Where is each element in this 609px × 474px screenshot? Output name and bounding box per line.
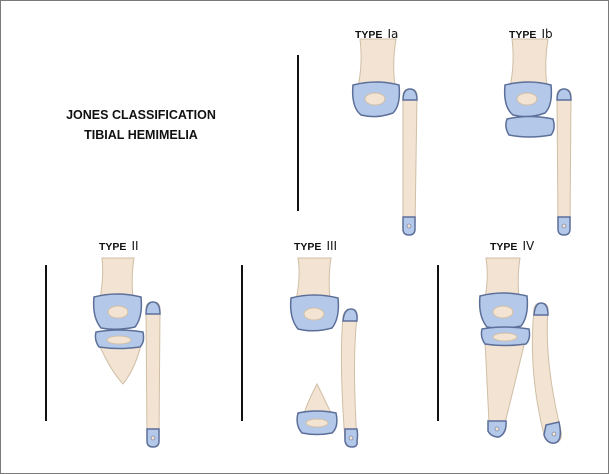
divider-line-ia (297, 55, 299, 211)
fibula-distal-dot (348, 435, 354, 441)
fibula-distal-cap (543, 421, 562, 444)
distal-tibial-ossification (305, 418, 329, 428)
figure-title: JONES CLASSIFICATION TIBIAL HEMIMELIA (41, 105, 241, 145)
tibia-distal-dot (494, 426, 500, 432)
proximal-tibia (98, 344, 142, 385)
divider-line-ii (45, 265, 47, 421)
fibula-proximal-cap (145, 301, 161, 315)
femur-shaft (484, 257, 521, 299)
femur-shaft (99, 257, 135, 300)
divider-line-iv (437, 265, 439, 421)
fibula-proximal-cap (533, 302, 549, 316)
type-ii-diagram (92, 257, 161, 448)
tibial-ossification-center (106, 335, 132, 345)
fibula (340, 308, 358, 448)
fibula (556, 88, 572, 236)
fibula-distal-dot (150, 435, 156, 441)
tibial-ossification-center (492, 332, 518, 342)
type-ia-diagram (351, 38, 418, 236)
ossification-center (364, 92, 386, 106)
type-ib-diagram (503, 38, 572, 236)
fibula-proximal-cap (556, 88, 572, 101)
distal-tibial-anlage (303, 382, 332, 414)
ossification-center (107, 305, 129, 319)
proximal-tibial-anlage (505, 115, 555, 138)
ossification-center (516, 92, 538, 106)
femur-shaft (295, 257, 332, 301)
tibia-shaft (484, 340, 526, 424)
fibula (402, 88, 418, 236)
femur-shaft (357, 38, 397, 88)
divider-line-iii (241, 265, 243, 421)
fibula-distal-dot (551, 431, 557, 437)
ossification-center (492, 305, 514, 319)
type-iii-diagram (289, 257, 359, 448)
title-line-1: JONES CLASSIFICATION (66, 108, 216, 122)
fibula-proximal-cap (402, 88, 418, 101)
fibula-distal-dot (406, 223, 412, 229)
title-line-2: TIBIAL HEMIMELIA (84, 128, 198, 142)
type-iv-diagram (478, 257, 562, 444)
fibula (145, 301, 161, 448)
femur-shaft (509, 38, 549, 88)
ossification-center (303, 307, 325, 321)
fibula-proximal-cap (342, 308, 358, 322)
fibula-distal-dot (561, 223, 567, 229)
